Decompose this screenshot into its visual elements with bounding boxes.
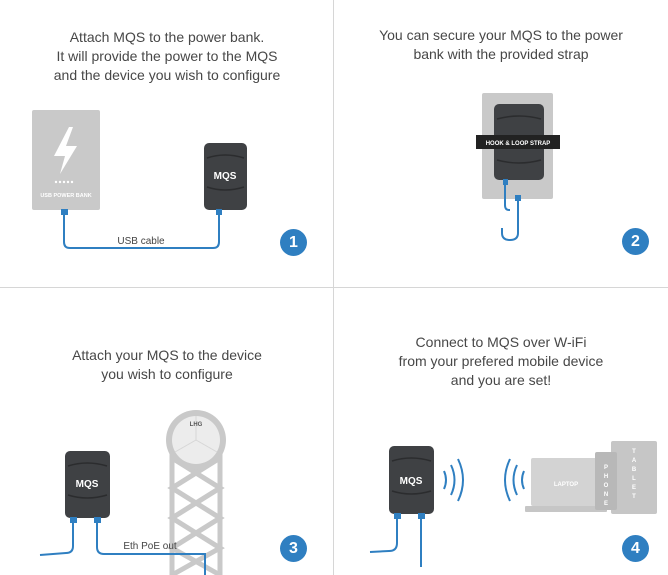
phone-illustration <box>595 452 617 510</box>
usb-port <box>61 209 68 215</box>
lhg-label: LHG <box>190 422 203 428</box>
lightning-icon <box>54 127 77 174</box>
cable-label: Eth PoE out <box>123 541 177 552</box>
step-4-caption: Connect to MQS over W-iFi from your pref… <box>334 333 668 390</box>
step-1-panel: Attach MQS to the power bank. It will pr… <box>0 0 334 287</box>
caption-line: from your prefered mobile device <box>398 353 604 369</box>
caption-line: Attach your MQS to the device <box>72 347 262 363</box>
battery-dots <box>54 180 74 184</box>
step-2-illustration: HOOK & LOOP STRAP <box>476 93 560 242</box>
cable-label: USB cable <box>117 236 165 247</box>
power-bank-label: USB POWER BANK <box>40 193 91 199</box>
caption-line: and the device you wish to configure <box>53 67 281 83</box>
poe-cable <box>96 523 206 575</box>
step-2-panel: You can secure your MQS to the power ban… <box>334 0 668 287</box>
step-1-illustration: USB POWER BANK MQS USB cable <box>32 110 247 249</box>
strap <box>476 135 560 149</box>
laptop-illustration: LAPTOP <box>525 458 607 512</box>
step-3-caption: Attach your MQS to the device you wish t… <box>0 346 334 384</box>
caption-line: You can secure your MQS to the power <box>379 27 623 43</box>
mqs-device: MQS <box>204 143 247 215</box>
step-3-illustration: LHG MQS Eth PoE out <box>39 410 226 575</box>
horizontal-divider <box>0 287 668 288</box>
wifi-waves-icon <box>443 458 525 502</box>
mqs-label: MQS <box>214 171 237 182</box>
caption-line: Attach MQS to the power bank. <box>69 29 265 45</box>
tablet-illustration <box>611 441 657 514</box>
mqs-label: MQS <box>400 476 423 487</box>
mqs-device: MQS <box>389 446 434 519</box>
step-number-badge: 1 <box>280 229 307 256</box>
caption-line: Connect to MQS over W-iFi <box>415 334 587 350</box>
step-1-caption: Attach MQS to the power bank. It will pr… <box>0 28 334 85</box>
step-4-panel: Connect to MQS over W-iFi from your pref… <box>334 288 668 575</box>
usb-cable <box>501 200 519 242</box>
step-number-badge: 2 <box>622 228 649 255</box>
step-number-badge: 4 <box>622 535 649 562</box>
caption-line: you wish to configure <box>101 366 233 382</box>
caption-line: bank with the provided strap <box>413 46 589 62</box>
lhg-antenna: LHG <box>166 410 226 470</box>
step-number-badge: 3 <box>280 535 307 562</box>
step-2-caption: You can secure your MQS to the power ban… <box>334 26 668 64</box>
laptop-label: LAPTOP <box>554 482 578 488</box>
mqs-device: MQS <box>65 451 110 523</box>
mqs-label: MQS <box>76 479 99 490</box>
caption-line: and you are set! <box>450 372 552 388</box>
step-3-panel: Attach your MQS to the device you wish t… <box>0 288 334 575</box>
strap-label: HOOK & LOOP STRAP <box>486 141 551 147</box>
caption-line: It will provide the power to the MQS <box>56 48 278 64</box>
usb-cable <box>63 215 220 249</box>
